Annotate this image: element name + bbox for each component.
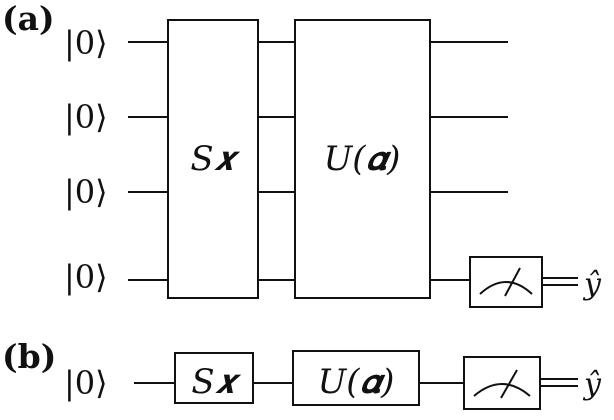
panel-b-output-label: ŷ [582, 367, 602, 402]
panel-a: (a) |0⟩ |0⟩ |0⟩ |0⟩ S𝒙 U(𝜶) ŷ [2, 0, 602, 308]
panel-a-classical-wire [542, 277, 578, 286]
panel-a-output-label: ŷ [582, 267, 602, 302]
panel-a-input-1: |0⟩ [64, 24, 108, 62]
panel-a-input-2: |0⟩ [64, 98, 108, 136]
panel-a-encoding-gate [167, 19, 259, 299]
panel-b-unitary-gate [292, 350, 420, 406]
panel-b: (b) |0⟩ S𝒙 U(𝜶) ŷ [2, 337, 602, 410]
panel-a-input-4: |0⟩ [64, 258, 108, 296]
panel-b-encoding-gate-label: S𝒙 [191, 362, 241, 402]
panel-a-label: (a) [2, 0, 55, 38]
panel-a-encoding-gate-label: S𝒙 [190, 139, 240, 179]
panel-b-encoding-gate [174, 352, 254, 404]
measurement-meter-icon [469, 256, 543, 308]
panel-b-label: (b) [2, 337, 56, 376]
panel-b-unitary-gate-label: U(𝜶) [318, 362, 395, 402]
panel-b-classical-wire [540, 378, 578, 387]
panel-a-unitary-gate-label: U(𝜶) [324, 139, 401, 179]
measurement-meter-icon [463, 356, 541, 410]
panel-a-unitary-gate [294, 19, 431, 299]
panel-b-input: |0⟩ [64, 364, 108, 402]
panel-a-input-3: |0⟩ [64, 173, 108, 211]
